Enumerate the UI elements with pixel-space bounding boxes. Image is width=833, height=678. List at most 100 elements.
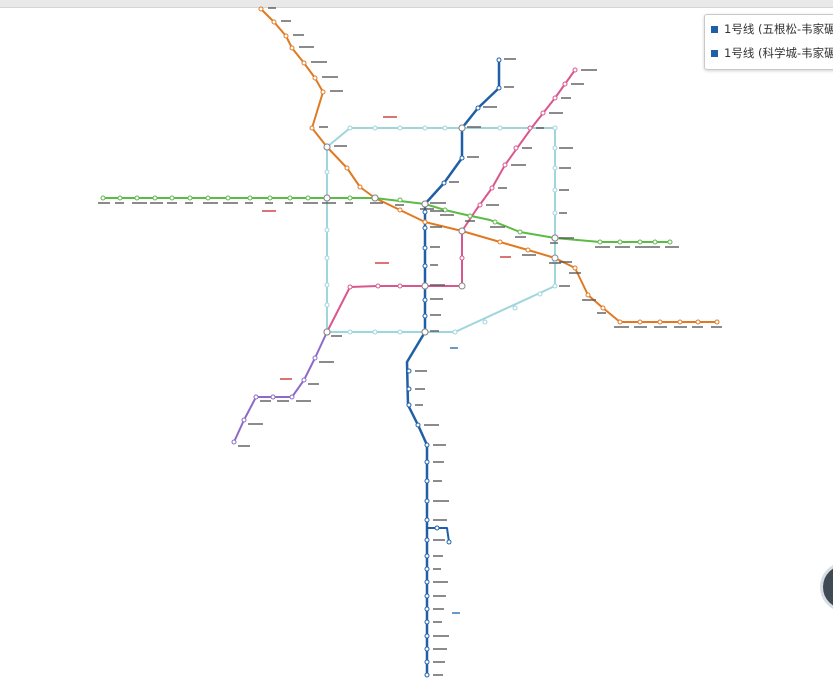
station-marker[interactable] xyxy=(424,517,430,523)
station-marker[interactable] xyxy=(562,81,568,87)
station-marker[interactable] xyxy=(502,162,508,168)
station-marker[interactable] xyxy=(467,213,473,219)
station-marker[interactable] xyxy=(241,417,247,423)
station-marker[interactable] xyxy=(677,319,683,325)
station-marker[interactable] xyxy=(397,329,403,335)
station-marker[interactable] xyxy=(312,75,318,81)
station-marker[interactable] xyxy=(406,368,412,374)
station-marker[interactable] xyxy=(424,579,430,585)
station-marker[interactable] xyxy=(424,498,430,504)
station-marker[interactable] xyxy=(347,284,353,290)
station-marker[interactable] xyxy=(320,89,326,95)
station-marker[interactable] xyxy=(496,57,502,63)
station-marker[interactable] xyxy=(512,305,518,311)
station-marker[interactable] xyxy=(552,187,558,193)
station-marker[interactable] xyxy=(552,125,558,131)
station-marker[interactable] xyxy=(667,239,673,245)
station-marker[interactable] xyxy=(422,313,428,319)
station-marker[interactable] xyxy=(517,229,523,235)
station-marker[interactable] xyxy=(492,219,498,225)
station-marker[interactable] xyxy=(301,377,307,383)
station-marker[interactable] xyxy=(459,255,465,261)
station-marker[interactable] xyxy=(372,125,378,131)
station-marker[interactable] xyxy=(424,537,430,543)
station-marker[interactable] xyxy=(714,319,720,325)
station-marker[interactable] xyxy=(324,169,330,175)
station-marker[interactable] xyxy=(477,202,483,208)
interchange-station-marker[interactable] xyxy=(421,200,429,208)
station-marker[interactable] xyxy=(169,195,175,201)
station-marker[interactable] xyxy=(270,394,276,400)
station-marker[interactable] xyxy=(100,195,106,201)
interchange-station-marker[interactable] xyxy=(421,328,429,336)
station-marker[interactable] xyxy=(482,319,488,325)
station-marker[interactable] xyxy=(225,195,231,201)
station-marker[interactable] xyxy=(525,247,531,253)
station-marker[interactable] xyxy=(424,606,430,612)
station-marker[interactable] xyxy=(652,239,658,245)
station-marker[interactable] xyxy=(301,60,307,66)
station-marker[interactable] xyxy=(289,45,295,51)
station-marker[interactable] xyxy=(496,85,502,91)
station-marker[interactable] xyxy=(287,195,293,201)
station-marker[interactable] xyxy=(324,302,330,308)
station-marker[interactable] xyxy=(406,386,412,392)
station-marker[interactable] xyxy=(424,659,430,665)
station-marker[interactable] xyxy=(152,195,158,201)
station-marker[interactable] xyxy=(452,329,458,335)
station-marker[interactable] xyxy=(424,633,430,639)
station-marker[interactable] xyxy=(585,292,591,298)
interchange-station-marker[interactable] xyxy=(323,328,331,336)
station-marker[interactable] xyxy=(324,227,330,233)
station-marker[interactable] xyxy=(187,195,193,201)
station-marker[interactable] xyxy=(406,402,412,408)
station-marker[interactable] xyxy=(572,265,578,271)
interchange-station-marker[interactable] xyxy=(458,227,466,235)
station-marker[interactable] xyxy=(205,195,211,201)
station-marker[interactable] xyxy=(617,239,623,245)
station-marker[interactable] xyxy=(344,165,350,171)
station-marker[interactable] xyxy=(527,125,533,131)
station-marker[interactable] xyxy=(424,459,430,465)
station-marker[interactable] xyxy=(422,219,428,225)
station-marker[interactable] xyxy=(283,33,289,39)
station-marker[interactable] xyxy=(375,283,381,289)
station-marker[interactable] xyxy=(258,6,264,12)
station-marker[interactable] xyxy=(312,355,318,361)
station-marker[interactable] xyxy=(617,319,623,325)
station-marker[interactable] xyxy=(422,263,428,269)
station-marker[interactable] xyxy=(459,155,465,161)
station-marker[interactable] xyxy=(513,145,519,151)
station-marker[interactable] xyxy=(271,19,277,25)
station-marker[interactable] xyxy=(424,646,430,652)
station-marker[interactable] xyxy=(422,125,428,131)
station-marker[interactable] xyxy=(117,195,123,201)
station-marker[interactable] xyxy=(422,245,428,251)
station-marker[interactable] xyxy=(489,185,495,191)
station-marker[interactable] xyxy=(422,209,428,215)
station-marker[interactable] xyxy=(422,225,428,231)
station-marker[interactable] xyxy=(695,319,701,325)
legend-item-line1-kexuecheng[interactable]: 1号线 (科学城-韦家碾) xyxy=(705,43,833,63)
station-marker[interactable] xyxy=(434,525,440,531)
station-marker[interactable] xyxy=(347,125,353,131)
interchange-station-marker[interactable] xyxy=(551,234,559,242)
station-marker[interactable] xyxy=(347,329,353,335)
station-marker[interactable] xyxy=(247,195,253,201)
station-marker[interactable] xyxy=(324,282,330,288)
station-marker[interactable] xyxy=(372,329,378,335)
station-marker[interactable] xyxy=(253,394,259,400)
station-marker[interactable] xyxy=(552,165,558,171)
interchange-station-marker[interactable] xyxy=(421,282,429,290)
station-marker[interactable] xyxy=(424,478,430,484)
station-marker[interactable] xyxy=(552,210,558,216)
station-marker[interactable] xyxy=(324,255,330,261)
interchange-station-marker[interactable] xyxy=(323,194,331,202)
station-marker[interactable] xyxy=(347,195,353,201)
station-marker[interactable] xyxy=(637,239,643,245)
station-marker[interactable] xyxy=(600,305,606,311)
legend-item-line1-wugensong[interactable]: 1号线 (五根松-韦家碾) xyxy=(705,19,833,39)
station-marker[interactable] xyxy=(305,195,311,201)
station-marker[interactable] xyxy=(397,197,403,203)
